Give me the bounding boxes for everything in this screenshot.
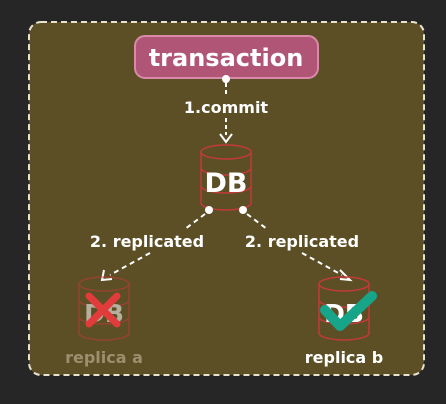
replicate-left-arrowhead <box>100 269 113 282</box>
replicated-left-label: 2. replicated <box>90 232 204 251</box>
database-icon <box>200 144 252 211</box>
transaction-node: transaction <box>134 35 319 79</box>
transaction-label: transaction <box>149 44 304 72</box>
replicate-arrow-left <box>100 206 213 282</box>
replicate-right-arrowhead <box>339 269 353 282</box>
commit-arrowhead <box>219 133 233 144</box>
commit-arrow <box>219 75 233 144</box>
db-node: DB <box>200 144 252 211</box>
check-icon <box>320 291 377 331</box>
commit-label: 1.commit <box>184 98 269 117</box>
replicate-arrow-right <box>239 206 353 282</box>
cross-icon <box>85 292 121 328</box>
db-label: DB <box>205 168 248 199</box>
replica-a-label: replica a <box>65 348 143 367</box>
replica-b-label: replica b <box>305 348 383 367</box>
replicated-right-label: 2. replicated <box>245 232 359 251</box>
commit-arrow-start-dot <box>222 75 230 83</box>
